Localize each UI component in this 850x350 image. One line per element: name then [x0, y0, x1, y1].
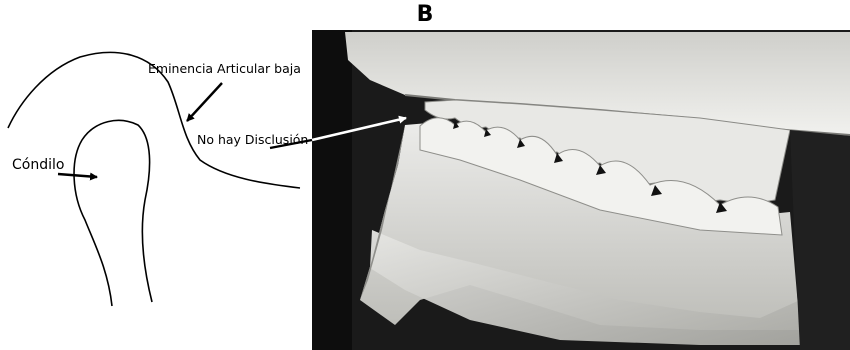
condyle-arrow: [58, 174, 97, 177]
condyle-label: Cóndilo: [12, 157, 64, 173]
tmj-diagram: Eminencia Articular baja No hay Disclusi…: [8, 52, 308, 306]
eminence-arrow: [187, 83, 222, 121]
eminence-label: Eminencia Articular baja: [148, 61, 301, 76]
dental-cast-photo: [270, 30, 850, 350]
condyle-outline: [74, 120, 152, 306]
